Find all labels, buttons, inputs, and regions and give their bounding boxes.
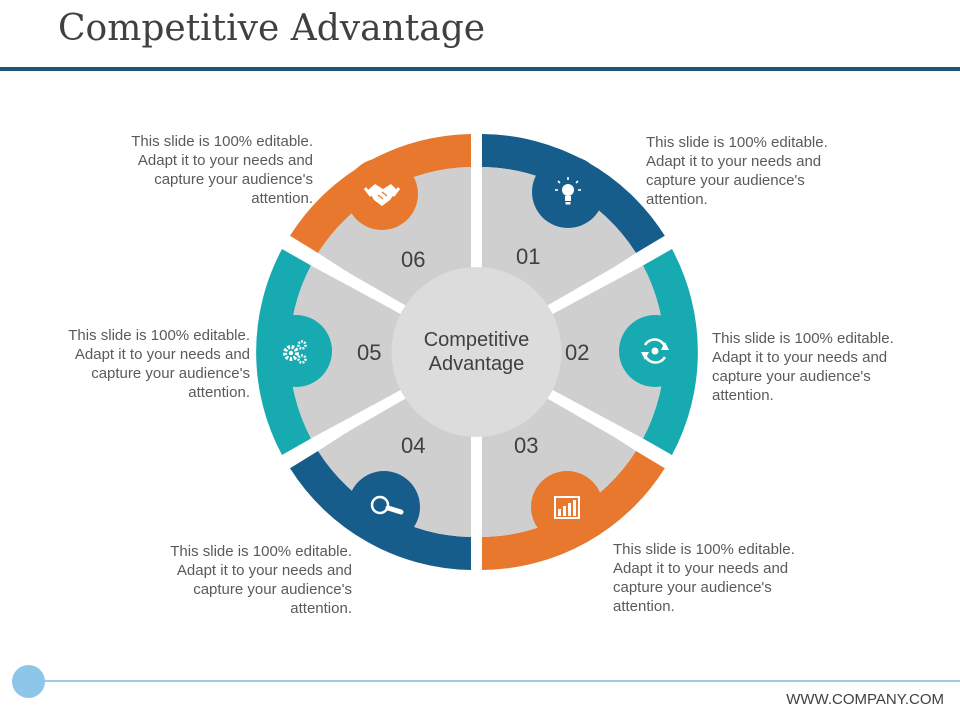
segment-05-wedge: [289, 265, 471, 439]
segment-03-description: This slide is 100% editable. Adapt it to…: [613, 541, 795, 615]
footer-url[interactable]: WWW.COMPANY.COM: [786, 691, 944, 708]
footer-dot: [12, 665, 45, 698]
handshake-icon: [363, 184, 401, 206]
segment-05-description: This slide is 100% editable. Adapt it to…: [68, 327, 250, 401]
segment-number-06: 06: [401, 247, 426, 272]
segment-number-01: 01: [516, 244, 541, 269]
segment-number-02: 02: [565, 340, 590, 365]
refresh-gear-icon: [641, 338, 669, 364]
page-title: Competitive Advantage: [58, 8, 486, 49]
segment-04-ring: [290, 451, 471, 570]
segment-03-ring: [482, 451, 665, 570]
magnifier-icon: [370, 495, 404, 515]
segment-04-icon-bubble: [348, 471, 420, 543]
segment-02-description: This slide is 100% editable. Adapt it to…: [712, 330, 894, 404]
segment-03-icon-bubble: [531, 471, 603, 543]
segment-06-description: This slide is 100% editable. Adapt it to…: [131, 133, 313, 207]
segment-number-04: 04: [401, 433, 426, 458]
segment-02-wedge: [482, 265, 665, 439]
footer-divider: [30, 680, 960, 682]
center-circle: [391, 267, 562, 437]
segment-04-description: This slide is 100% editable. Adapt it to…: [170, 543, 352, 617]
segment-number-03: 03: [514, 433, 539, 458]
bar-chart-icon: [554, 496, 580, 519]
segment-number-05: 05: [357, 340, 382, 365]
center-label: Competitive Advantage: [423, 329, 530, 375]
lightbulb-icon: [555, 177, 581, 205]
segment-06-ring: [290, 134, 471, 253]
title-divider: [0, 67, 960, 71]
gears-icon: [283, 340, 307, 364]
segment-01-ring: [482, 134, 665, 253]
segment-01-description: This slide is 100% editable. Adapt it to…: [646, 134, 828, 208]
